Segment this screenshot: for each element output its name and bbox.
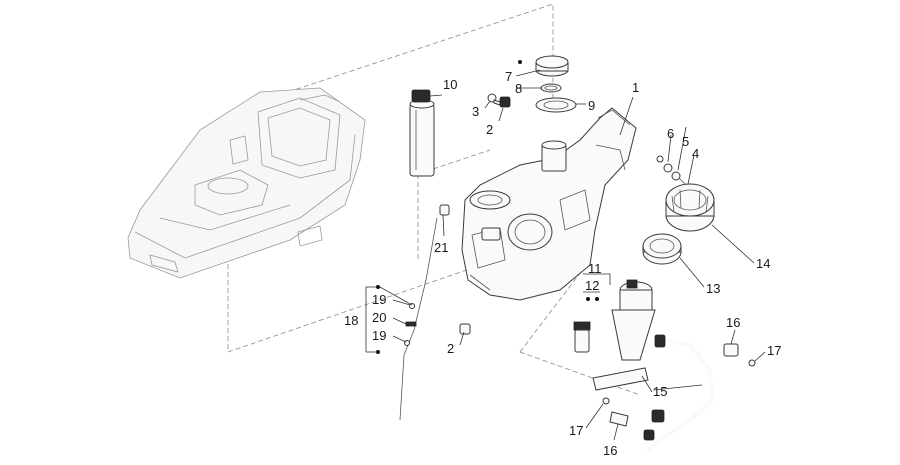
- callout-13: 13: [706, 281, 720, 296]
- callout-17-bottom: 17: [569, 423, 583, 438]
- callout-20: 20: [372, 310, 386, 325]
- pump-filter: [592, 367, 649, 391]
- fuel-pump-assembly: [573, 279, 656, 379]
- callout-19-top: 19: [372, 292, 386, 307]
- callout-15: 15: [653, 384, 667, 399]
- leader-lines: [365, 69, 766, 441]
- fuel-level-sender: [409, 89, 435, 177]
- callout-8: 8: [515, 81, 522, 96]
- callout-labels: 1 2 2 3 4 5 6 7 8 9 10 11 12 13 14 15 16…: [344, 69, 781, 458]
- callout-2-top: 2: [486, 122, 493, 137]
- callout-3: 3: [472, 104, 479, 119]
- callout-16-right: 16: [726, 315, 740, 330]
- bolt-and-washers: [656, 155, 687, 186]
- callout-2-bottom: 2: [447, 341, 454, 356]
- callout-14: 14: [756, 256, 770, 271]
- callout-4: 4: [692, 146, 699, 161]
- vent-hose: [399, 204, 471, 421]
- ring-nut: [665, 183, 715, 232]
- callout-9: 9: [588, 98, 595, 113]
- fuel-hose: [643, 334, 715, 452]
- pump-gasket: [642, 233, 682, 265]
- callout-6: 6: [667, 126, 674, 141]
- callout-1: 1: [632, 80, 639, 95]
- bullet-dots: [376, 60, 599, 354]
- callout-16-bottom: 16: [603, 443, 617, 458]
- fuel-cap-assembly: [535, 55, 577, 113]
- callout-21: 21: [434, 240, 448, 255]
- scooter-body-ghost: [127, 87, 366, 279]
- callout-19-bottom: 19: [372, 328, 386, 343]
- clamps-and-screws: [602, 343, 756, 427]
- screw-and-clip: [487, 93, 511, 108]
- callout-12: 12: [585, 278, 599, 293]
- callout-7: 7: [505, 69, 512, 84]
- callout-18: 18: [344, 313, 358, 328]
- callout-17-right: 17: [767, 343, 781, 358]
- callout-11: 11: [588, 261, 602, 276]
- callout-10: 10: [443, 77, 457, 92]
- fuel-tank: [461, 107, 637, 301]
- callout-5: 5: [682, 134, 689, 149]
